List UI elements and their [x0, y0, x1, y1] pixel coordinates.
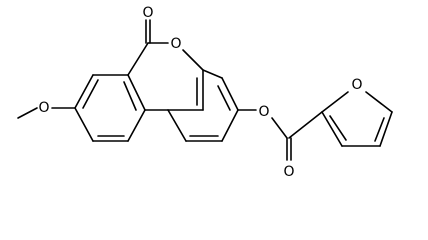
furan-oxygen-label: O [351, 77, 362, 93]
ester-carbonyl-oxygen-label: O [283, 164, 294, 180]
left-benzene-ring [74, 74, 146, 142]
carbonyl-oxygen-label: O [142, 5, 153, 21]
right-benzene-ring [167, 69, 239, 142]
lactone-carbonyl-bond [145, 19, 151, 44]
ester-linkage [237, 109, 323, 161]
ester-oxygen-label: O [258, 104, 269, 120]
lactone-ring [127, 42, 204, 111]
methoxy-group [17, 107, 76, 119]
furan-ring [321, 91, 393, 147]
methoxy-oxygen-label: O [38, 100, 49, 116]
chemical-structure-diagram: O O O O O O [17, 5, 393, 180]
ring-oxygen-label: O [170, 36, 181, 52]
